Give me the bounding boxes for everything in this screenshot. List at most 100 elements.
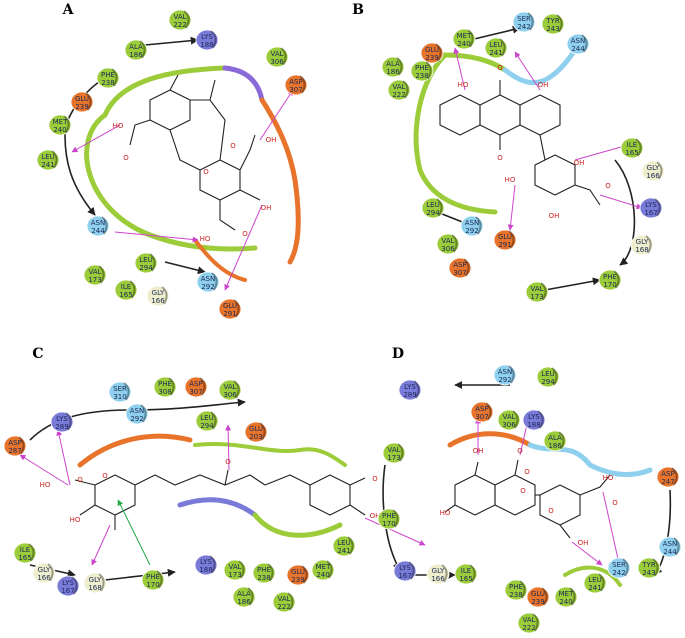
residue-bubble bbox=[286, 564, 310, 586]
residue-shade bbox=[47, 563, 54, 582]
residue-shade bbox=[233, 380, 240, 399]
atom-label: HO bbox=[458, 81, 469, 89]
residue-number: 170 bbox=[382, 520, 395, 528]
residue-name: PHE bbox=[415, 64, 429, 72]
atom-label: O bbox=[242, 230, 248, 238]
residue-bubble bbox=[86, 215, 110, 237]
residue-bubble bbox=[420, 42, 444, 64]
residue-number: 241 bbox=[588, 584, 601, 592]
residue-bubble bbox=[332, 535, 356, 557]
atom-label: O bbox=[497, 64, 503, 72]
residue-bubble bbox=[658, 536, 682, 558]
residue-shade bbox=[209, 555, 216, 574]
residue-name: ASN bbox=[91, 219, 105, 227]
residue-name: GLY bbox=[152, 289, 165, 297]
residue-shade bbox=[556, 14, 563, 33]
residue-number: 186 bbox=[129, 51, 143, 59]
residue-name: LYS bbox=[399, 564, 411, 572]
residue-number: 168 bbox=[88, 584, 101, 592]
residue-shade bbox=[654, 198, 661, 217]
residue-name: LYS bbox=[200, 558, 212, 566]
atom-label: O bbox=[612, 499, 618, 507]
residue-bubble bbox=[50, 411, 74, 433]
residue-number: 167 bbox=[61, 587, 74, 595]
atom-label: O bbox=[230, 142, 236, 150]
residue-name: VAL bbox=[522, 616, 535, 624]
residue-shade bbox=[475, 216, 482, 235]
residue-name: TYR bbox=[545, 17, 560, 25]
residue-number: 241 bbox=[41, 161, 54, 169]
residue-number: 242 bbox=[612, 569, 625, 577]
residue-shade bbox=[436, 198, 443, 217]
residue-bubble bbox=[512, 11, 536, 33]
residue-number: 166 bbox=[431, 575, 445, 583]
residue-bubble bbox=[272, 591, 296, 613]
atom-label: O bbox=[497, 154, 503, 162]
residue-bubble bbox=[223, 559, 247, 581]
residue-bubble bbox=[460, 215, 484, 237]
residue-shade bbox=[527, 12, 534, 31]
residue-bubble bbox=[630, 234, 654, 256]
residue-name: VAL bbox=[387, 446, 400, 454]
residue-number: 294 bbox=[541, 378, 555, 386]
residue-number: 289 bbox=[55, 423, 68, 431]
residue-number: 165 bbox=[18, 554, 31, 562]
residue-shade bbox=[441, 564, 448, 583]
residue-number: 306 bbox=[502, 421, 516, 429]
residue-bubble bbox=[195, 29, 219, 51]
residue-number: 310 bbox=[113, 393, 126, 401]
panel-label-d: D bbox=[392, 346, 404, 362]
residue-bubble bbox=[108, 381, 132, 403]
residue-number: 167 bbox=[398, 572, 411, 580]
residue-shade bbox=[210, 411, 217, 430]
residue-name: PHE bbox=[382, 512, 396, 520]
residue-number: 238 bbox=[415, 72, 428, 80]
residue-shade bbox=[259, 422, 266, 441]
atom-label: OH bbox=[473, 447, 484, 455]
residue-name: VAL bbox=[270, 50, 283, 58]
residue-bubble bbox=[311, 559, 335, 581]
residue-bubble bbox=[195, 410, 219, 432]
residue-number: 241 bbox=[337, 547, 350, 555]
residue-bubble bbox=[48, 114, 72, 136]
residue-bubble bbox=[13, 542, 37, 564]
residue-shade bbox=[671, 467, 678, 486]
residue-name: GLU bbox=[249, 425, 263, 433]
residue-bubble bbox=[620, 137, 644, 159]
residue-name: VAL bbox=[173, 13, 186, 21]
residue-bubble bbox=[541, 13, 565, 35]
residue-number: 292 bbox=[465, 227, 478, 235]
residue-number: 242 bbox=[517, 23, 530, 31]
residue-number: 239 bbox=[425, 54, 438, 62]
residue-shade bbox=[85, 92, 92, 111]
residue-shade bbox=[569, 587, 576, 606]
residue-bubble bbox=[284, 74, 308, 96]
pocket-surface bbox=[447, 431, 653, 587]
atom-label: HO bbox=[40, 481, 51, 489]
residue-name: GLU bbox=[498, 233, 512, 241]
residue-name: PHE bbox=[158, 380, 172, 388]
residue-bubble bbox=[134, 252, 158, 274]
atom-label: O bbox=[520, 487, 526, 495]
atom-label: HO bbox=[70, 516, 81, 524]
residue-shade bbox=[98, 265, 105, 284]
residue-bubble bbox=[410, 60, 434, 82]
